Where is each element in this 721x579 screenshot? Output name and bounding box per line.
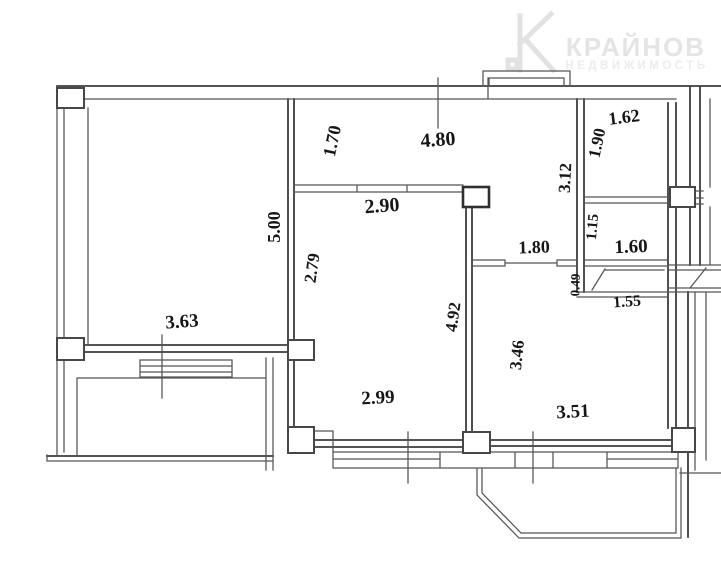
dimension-label: 3.51 <box>556 401 590 424</box>
dimension-label: 1.70 <box>319 124 345 159</box>
shaft-box-right <box>669 186 696 208</box>
column-bottom-center <box>462 431 491 454</box>
dimension-label: 1.90 <box>585 126 610 159</box>
column-bottom-right <box>671 427 696 453</box>
dimension-label: 3.46 <box>506 339 528 371</box>
watermark-brand: КРАЙНОВ <box>566 32 706 62</box>
walls-heavy <box>46 85 721 538</box>
dimension-label: 1.62 <box>607 105 641 129</box>
watermark: КРАЙНОВ НЕДВИЖИМОСТЬ <box>505 10 708 74</box>
dimension-label: 4.80 <box>420 128 456 152</box>
dimension-label: 3.63 <box>165 310 200 333</box>
column-top-left <box>56 87 85 109</box>
k-monogram-icon <box>505 10 557 74</box>
dimension-label: 5.00 <box>264 211 284 243</box>
dimension-label: 4.92 <box>442 301 465 333</box>
wall-columns <box>56 87 696 454</box>
column-bottom-center-left <box>287 426 315 454</box>
dimension-label: 2.79 <box>301 252 324 284</box>
dimension-label: 3.12 <box>555 163 576 194</box>
watermark-tagline: НЕДВИЖИМОСТЬ <box>565 60 708 72</box>
column-center <box>461 185 491 209</box>
column-mid-left <box>56 337 85 361</box>
dimension-label: 1.60 <box>614 236 648 258</box>
column-center-left <box>287 339 315 361</box>
dimension-label: 2.90 <box>364 194 400 218</box>
dimension-labels: 1.70 4.80 1.621.90 3.12 2.90 5.00 2.79 1.80 1.15… <box>165 105 648 423</box>
dimension-label: 1.55 <box>612 293 641 312</box>
walls-thin <box>46 70 721 539</box>
dimension-label: 2.99 <box>361 387 395 410</box>
dimension-label: 1.80 <box>518 236 550 257</box>
dimension-label: 1.15 <box>584 213 602 241</box>
dimension-label: 0.49 <box>567 273 583 297</box>
